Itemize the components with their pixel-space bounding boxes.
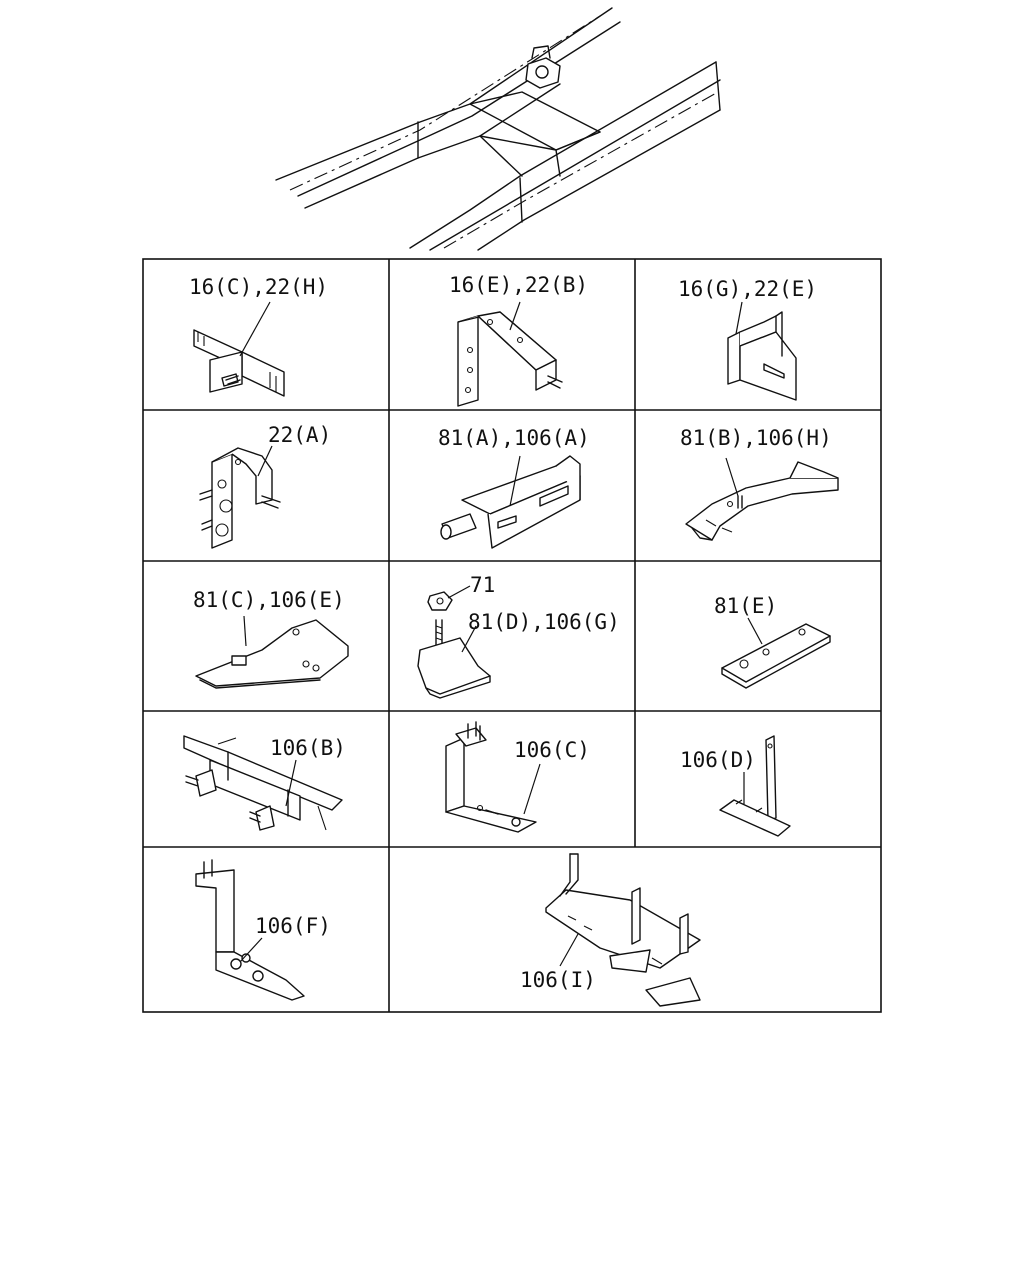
part-22a — [199, 447, 281, 549]
label-81b-106h: 81(B),106(H) — [680, 426, 832, 450]
chassis-frame — [275, 7, 721, 251]
part-16g-22e — [727, 311, 797, 401]
part-106b — [183, 735, 343, 831]
part-106d — [719, 735, 791, 837]
label-106b: 106(B) — [270, 736, 346, 760]
part-labels: 16(C),22(H) 16(E),22(B) 16(G),22(E) 22(A… — [189, 273, 832, 992]
part-81e — [721, 623, 831, 689]
label-71: 71 — [470, 573, 495, 597]
label-106f: 106(F) — [255, 914, 331, 938]
label-16g-22e: 16(G),22(E) — [678, 277, 817, 301]
part-16c-22h — [193, 329, 285, 397]
part-106c — [445, 721, 537, 833]
part-106f — [195, 859, 305, 1001]
label-106c: 106(C) — [514, 738, 590, 762]
part-71-nut — [427, 591, 453, 611]
label-81d-106g: 81(D),106(G) — [468, 610, 620, 634]
part-106i — [545, 853, 701, 1007]
part-16e-22b — [457, 311, 563, 407]
label-81a-106a: 81(A),106(A) — [438, 426, 590, 450]
label-22a: 22(A) — [268, 423, 331, 447]
part-81b-106h — [685, 461, 839, 541]
part-81a-106a — [440, 455, 581, 549]
label-106i: 106(I) — [520, 968, 596, 992]
parts-table — [142, 258, 882, 1013]
label-81e: 81(E) — [714, 594, 777, 618]
label-81c-106e: 81(C),106(E) — [193, 588, 345, 612]
label-106d: 106(D) — [680, 748, 756, 772]
label-16c-22h: 16(C),22(H) — [189, 275, 328, 299]
part-81c-106e — [195, 619, 349, 689]
label-16e-22b: 16(E),22(B) — [449, 273, 588, 297]
part-81d-106g — [417, 619, 491, 699]
